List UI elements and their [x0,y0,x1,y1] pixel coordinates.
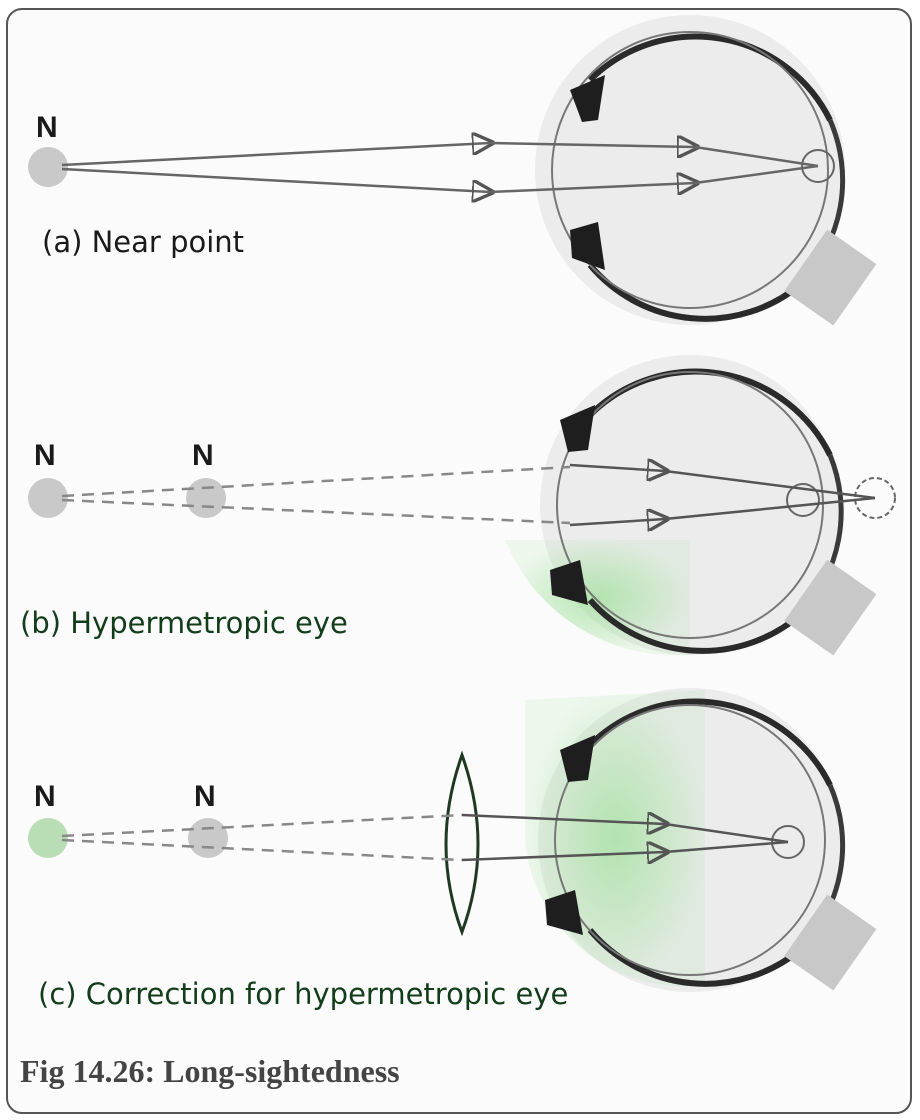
caption-b: (b) Hypermetropic eye [20,606,348,640]
ray-b-lower-dashed [61,498,571,525]
iris-top-icon [570,75,605,122]
iris-bottom-icon [550,560,588,605]
convex-lens-icon [444,750,480,937]
ray-a-lower-outer [61,167,490,192]
iris-bottom-icon [570,222,605,270]
ray-a-lower-inner [489,183,695,192]
panel-b-hypermetropic-eye: N N (b) Hypermetropic eye [20,355,896,656]
point-label-b-2: N [192,439,214,472]
highlight-c [525,690,705,987]
point-label-c-1: N [34,780,56,813]
ray-c-lower [461,852,665,860]
ray-a-upper-inner [489,143,695,147]
point-label-a: N [36,111,58,144]
ray-b-upper-dashed [61,465,571,498]
ray-b-upper [569,465,665,471]
point-label-b-1: N [34,439,56,472]
ray-b-lower [569,519,665,525]
panel-c-correction: N N (c) Correction for hypermetropic eye [28,688,877,1011]
optic-nerve [784,559,877,656]
normal-near-point-c [28,818,68,858]
eye-a [535,15,877,326]
optic-nerve [784,894,877,991]
iris-top-icon [560,735,595,782]
ray-c-upper [461,815,665,824]
hypermetropic-near-point-c [188,818,228,858]
eye-b [505,355,896,656]
iris-top-icon [560,405,595,452]
ray-c-upper-dashed [61,813,463,838]
optic-nerve [784,229,877,326]
image-behind-retina [854,477,896,519]
point-label-c-2: N [194,780,216,813]
figure-caption: Fig 14.26: Long-sightedness [20,1053,400,1089]
highlight-b [505,540,690,656]
near-point-object [28,147,68,187]
caption-a: (a) Near point [42,225,244,259]
hypermetropic-near-point-b [186,478,226,518]
panel-a-near-point: N (a) Near point [28,15,877,326]
caption-c: (c) Correction for hypermetropic eye [38,977,568,1011]
ray-a-upper-outer [61,143,490,167]
eye-c [525,688,877,992]
iris-bottom-icon [545,890,583,935]
normal-near-point-b [28,478,68,518]
ray-c-lower-dashed [61,838,463,862]
